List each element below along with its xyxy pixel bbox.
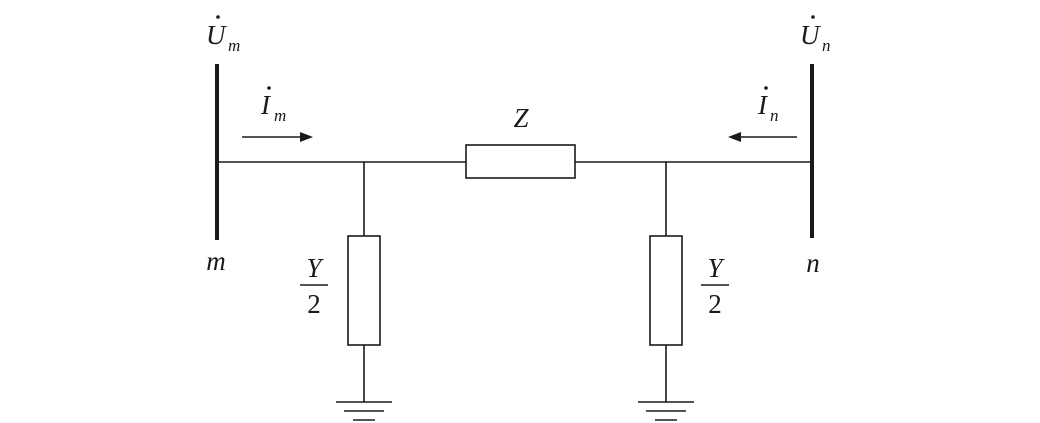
current-m-subscript: m bbox=[274, 106, 286, 125]
voltage-m-symbol: U bbox=[206, 20, 227, 50]
shunt-right-label: Y 2 bbox=[701, 253, 729, 319]
current-m-symbol: I bbox=[260, 90, 272, 120]
current-m-arrow-icon bbox=[242, 132, 313, 142]
series-impedance-box bbox=[465, 144, 576, 179]
phasor-dot-icon bbox=[764, 86, 768, 90]
current-n-subscript: n bbox=[770, 106, 779, 125]
bus-n-name: n bbox=[806, 248, 820, 278]
shunt-right-admittance-box bbox=[649, 235, 683, 346]
series-impedance-label: Z bbox=[513, 103, 529, 133]
shunt-right-denominator: 2 bbox=[708, 289, 722, 319]
shunt-left-denominator: 2 bbox=[307, 289, 321, 319]
current-n-arrow-icon bbox=[728, 132, 797, 142]
current-n-label: I n bbox=[757, 86, 779, 125]
phasor-dot-icon bbox=[811, 15, 815, 19]
voltage-m-subscript: m bbox=[228, 36, 240, 55]
shunt-left-admittance-box bbox=[347, 235, 381, 346]
current-m-label: I m bbox=[260, 86, 286, 125]
shunt-left-numerator: Y bbox=[306, 253, 324, 283]
voltage-m-label: U m bbox=[206, 15, 240, 55]
phasor-dot-icon bbox=[216, 15, 220, 19]
current-n-symbol: I bbox=[757, 90, 769, 120]
shunt-right-numerator: Y bbox=[707, 253, 725, 283]
voltage-n-symbol: U bbox=[800, 20, 821, 50]
phasor-dot-icon bbox=[267, 86, 271, 90]
voltage-n-label: U n bbox=[800, 15, 831, 55]
voltage-n-subscript: n bbox=[822, 36, 831, 55]
shunt-left-label: Y 2 bbox=[300, 253, 328, 319]
bus-m-name: m bbox=[206, 246, 226, 276]
ground-left-icon bbox=[336, 401, 392, 421]
ground-right-icon bbox=[638, 401, 694, 421]
